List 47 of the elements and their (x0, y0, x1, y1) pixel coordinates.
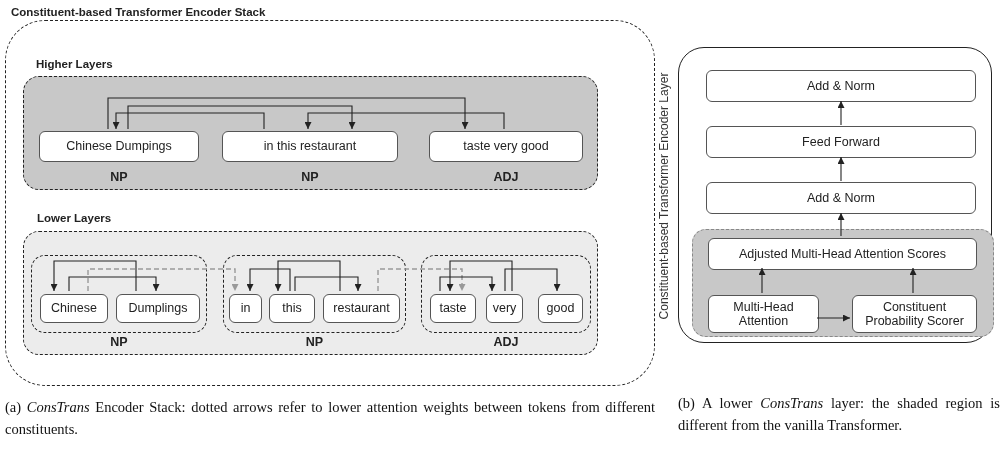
token-box: taste (430, 294, 476, 323)
arrow (68, 276, 160, 292)
arrow (304, 112, 505, 130)
token-box: Feed Forward (706, 126, 976, 158)
arrow (816, 314, 851, 322)
dashed-arrow (377, 268, 466, 292)
constituent-label: NP (110, 170, 128, 185)
constituent-label: NP (305, 335, 324, 349)
arrow (758, 267, 766, 294)
token-box: Add & Norm (706, 182, 976, 214)
arrow (837, 212, 845, 237)
arrow (909, 267, 917, 294)
constituent-label: ADJ (493, 170, 519, 185)
constituent-label: NP (110, 335, 128, 349)
constituent-label: ADJ (493, 335, 519, 349)
section-heading: Lower Layers (37, 212, 112, 224)
arrow (439, 276, 496, 292)
section-heading: Higher Layers (36, 58, 113, 70)
arrow (50, 260, 137, 292)
figure-caption: (b) A lower ConsTrans layer: the shaded region is different from the vanilla Transformer. (678, 394, 1000, 436)
arrow (107, 97, 469, 130)
token-box: restaurant (323, 294, 400, 323)
shaded-region (692, 229, 994, 337)
arrow (127, 105, 356, 130)
token-box: in (229, 294, 262, 323)
token-box: Adjusted Multi-Head Attention Scores (708, 238, 977, 270)
arrow (504, 268, 561, 292)
token-box: Constituent Probability Scorer (852, 295, 977, 333)
arrow (446, 260, 513, 292)
vertical-title: Constituent-based Transformer Encoder Layer (657, 72, 671, 320)
dashed-arrow (87, 268, 239, 292)
arrow (294, 276, 362, 292)
figure-caption: (a) ConsTrans Encoder Stack: dotted arrows refer to lower attention weights between tokens from different constituents. (5, 398, 655, 440)
token-box: very (486, 294, 523, 323)
arrow (837, 100, 845, 126)
token-box: good (538, 294, 583, 323)
arrow (837, 156, 845, 182)
token-box: Multi-Head Attention (708, 295, 819, 333)
constituent-label: NP (301, 170, 319, 185)
section-heading: Constituent-based Transformer Encoder Stack (11, 6, 266, 18)
token-box: this (269, 294, 315, 323)
token-box: Chinese (40, 294, 108, 323)
token-box: Dumplings (116, 294, 200, 323)
token-box: Add & Norm (706, 70, 976, 102)
arrow (274, 260, 341, 292)
arrow (112, 112, 265, 130)
arrow (246, 268, 291, 292)
